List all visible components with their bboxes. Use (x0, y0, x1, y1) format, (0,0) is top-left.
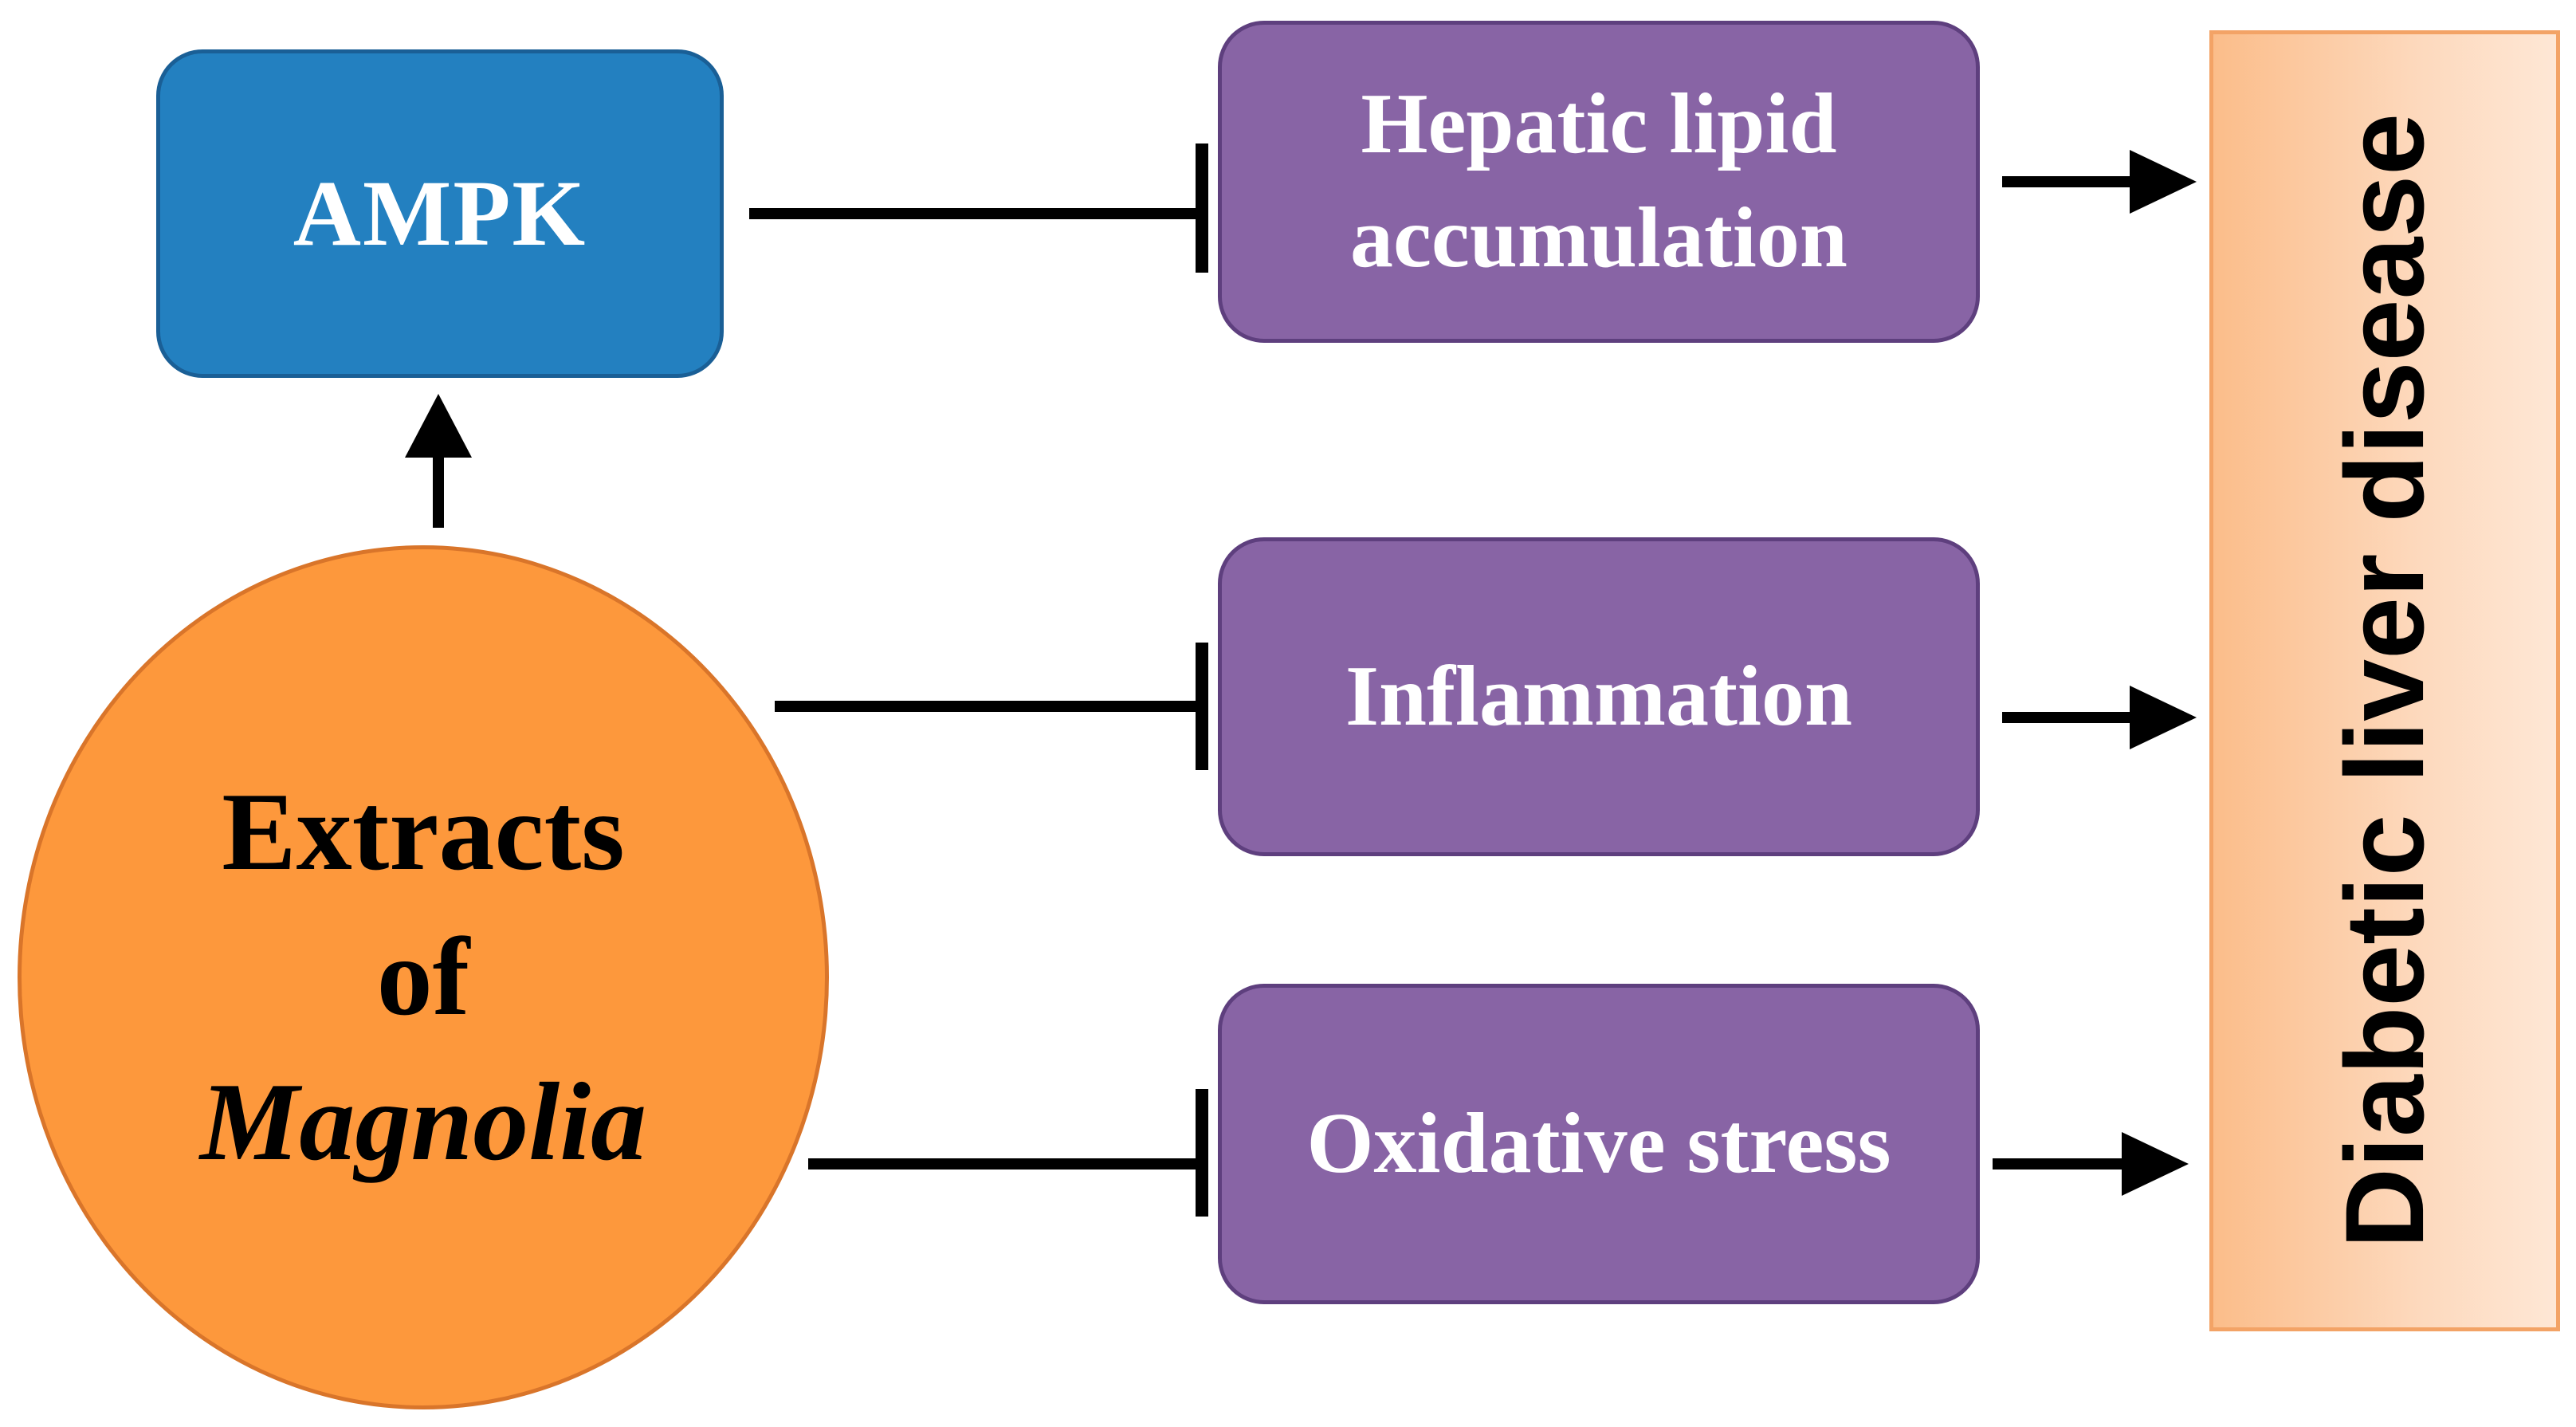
node-disease-label: Diabetic liver disease (2322, 112, 2448, 1249)
node-extracts-line3: Magnolia (199, 1060, 647, 1184)
inhibit-extracts-oxidative (808, 1089, 1208, 1217)
arrow-inflammation-to-disease (2002, 686, 2197, 749)
node-inflammation: Inflammation (1218, 537, 1980, 856)
node-oxidative-stress: Oxidative stress (1218, 984, 1980, 1304)
arrow-oxidative-to-disease (1993, 1132, 2189, 1196)
inhibit-ampk-hepatic (749, 143, 1208, 273)
node-extracts-line2: of (376, 915, 470, 1039)
node-ampk-label: AMPK (293, 161, 587, 265)
node-extracts-line1: Extracts (222, 770, 625, 894)
node-inflammation-label: Inflammation (1345, 648, 1853, 744)
arrow-extracts-to-ampk (405, 394, 472, 528)
node-hepatic-lipid-accumulation: Hepatic lipid accumulation (1218, 21, 1980, 343)
node-diabetic-liver-disease: Diabetic liver disease (2209, 30, 2560, 1331)
node-hepatic-line2: accumulation (1349, 191, 1848, 285)
arrow-hepatic-to-disease (2002, 150, 2197, 214)
node-extracts-of-magnolia: Extracts of Magnolia (18, 545, 829, 1409)
inhibit-extracts-inflammation (775, 643, 1208, 770)
node-oxidative-label: Oxidative stress (1306, 1095, 1891, 1191)
node-hepatic-line1: Hepatic lipid (1361, 77, 1837, 172)
node-ampk: AMPK (156, 49, 724, 378)
